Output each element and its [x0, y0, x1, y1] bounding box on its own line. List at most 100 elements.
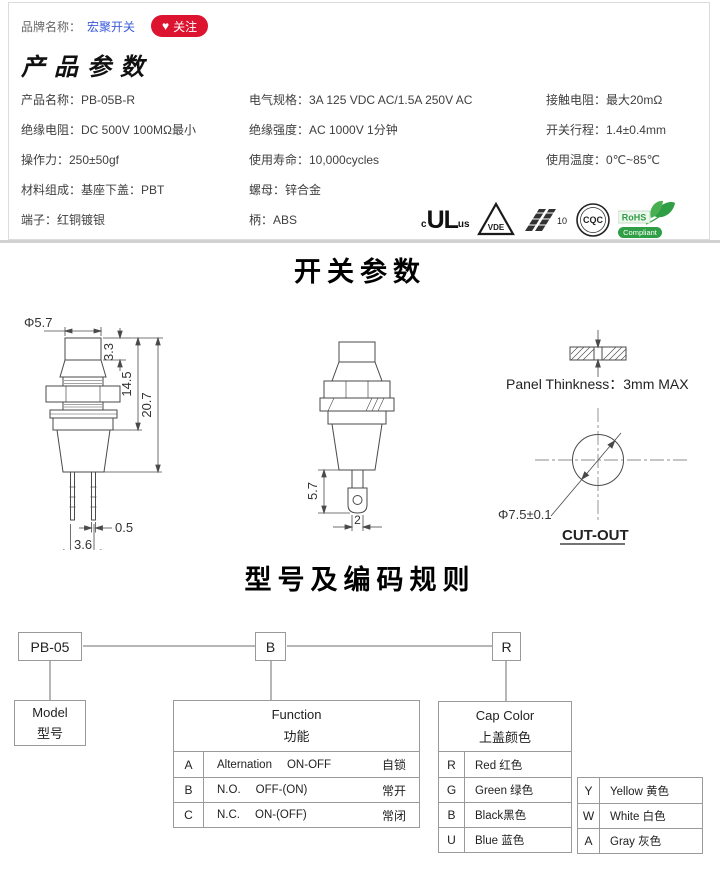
follow-label: 关注: [173, 19, 198, 34]
color-code: B: [439, 803, 465, 827]
heart-icon: ♥: [162, 19, 170, 33]
function-code: A: [174, 752, 204, 777]
product-params-title: 产品参数: [21, 52, 153, 81]
function-name: Alternation: [217, 758, 272, 771]
cap-color-table-right: Y Yellow 黄色 W White 白色 A Gray 灰色: [577, 777, 703, 854]
color-label: Green 绿色: [475, 785, 534, 797]
dim-mid-height: 14.5: [119, 371, 134, 396]
color-label: Blue 蓝色: [475, 835, 525, 847]
enec10-certification-icon: 10: [522, 203, 568, 237]
certification-icons: c UL us VDE 10: [421, 197, 677, 243]
param-terminal: 端子：红铜镀银: [21, 213, 106, 227]
coding-rules-title: 型号及编码规则: [244, 565, 476, 595]
front-view-dimension-lines: [44, 327, 163, 550]
technical-drawings: Φ5.7 3.3 14.5 20.7 0.5 3.6: [24, 315, 689, 550]
svg-text:VDE: VDE: [487, 223, 504, 232]
ul-mark: UL: [426, 206, 459, 234]
switch-params-title: 开关参数: [294, 257, 426, 287]
param-operating-force: 操作力：250±50gf: [21, 153, 119, 167]
side-view-dimension-lines: [318, 468, 382, 531]
model-coding-diagram: PB-05 B R Model 型号 Function 功能 A Alterna…: [0, 600, 720, 871]
function-code-box: B: [255, 632, 286, 661]
svg-text:Compliant: Compliant: [623, 228, 658, 237]
param-travel: 开关行程：1.4±0.4mm: [546, 123, 666, 137]
table-row: C N.C.ON-(OFF) 常闭: [174, 802, 419, 827]
table-row: G Green 绿色: [439, 777, 571, 802]
cap-color-table-header: Cap Color 上盖颜色: [438, 701, 572, 752]
table-row: W White 白色: [578, 803, 702, 828]
cap-header-zh: 上盖颜色: [478, 729, 531, 745]
table-row: B N.O.OFF-(ON) 常开: [174, 777, 419, 802]
table-row: U Blue 蓝色: [439, 827, 571, 852]
table-row: B Black黑色: [439, 802, 571, 827]
function-zh: 常闭: [381, 808, 406, 823]
cqc-certification-icon: CQC: [575, 202, 611, 238]
vde-certification-icon: VDE: [476, 202, 515, 238]
connector-line: [270, 661, 272, 700]
product-info-panel: 品牌名称： 宏聚开关 ♥ 关注 产品参数 产品名称：PB-05B-R 绝缘电阻：…: [8, 2, 710, 240]
color-code: A: [578, 829, 600, 853]
svg-text:10: 10: [557, 216, 567, 226]
param-life: 使用寿命：10,000cycles: [249, 153, 380, 167]
color-label: Yellow 黄色: [610, 785, 670, 798]
param-temperature: 使用温度：0℃~85℃: [546, 153, 660, 167]
model-label-en: Model: [32, 704, 68, 720]
param-contact-resist: 接触电阻：最大20mΩ: [546, 93, 663, 107]
brand-bar: 品牌名称： 宏聚开关 ♥ 关注: [21, 13, 209, 39]
param-handle: 柄：ABS: [249, 213, 298, 227]
param-product-name: 产品名称：PB-05B-R: [21, 93, 136, 107]
connector-line: [287, 645, 492, 647]
color-label: White 白色: [610, 811, 666, 823]
connector-line: [49, 661, 51, 700]
cap-color-table-left: R Red 红色 G Green 绿色 B Black黑色 U Blue 蓝色: [438, 752, 572, 853]
dim-cutout-diameter: Φ7.5±0.1: [498, 507, 552, 522]
model-legend-box: Model 型号: [14, 700, 86, 746]
function-header-zh: 功能: [283, 729, 310, 744]
function-zh: 自锁: [381, 758, 406, 772]
function-code: C: [174, 803, 204, 827]
cutout-label: CUT-OUT: [562, 527, 629, 544]
dim-cap-height: 3.3: [101, 343, 116, 361]
model-label-zh: 型号: [36, 725, 63, 741]
brand-link[interactable]: 宏聚开关: [87, 19, 136, 34]
color-code: U: [439, 828, 465, 852]
cap-header-en: Cap Color: [475, 707, 535, 723]
dim-pin-width: 0.5: [115, 520, 133, 535]
color-code: W: [578, 804, 600, 828]
ul-us-label: us: [457, 219, 470, 230]
dim-pin-pitch: 3.6: [74, 537, 92, 550]
function-table-header: Function 功能: [174, 701, 419, 752]
follow-button[interactable]: ♥ 关注: [151, 15, 209, 37]
brand-label: 品牌名称：: [21, 19, 82, 34]
param-electrical-rating: 电气规格：3A 125 VDC AC/1.5A 250V AC: [249, 93, 473, 107]
table-row: A Gray 灰色: [578, 828, 702, 853]
color-label: Black黑色: [475, 810, 527, 822]
switch-front-view-drawing: [45, 337, 121, 521]
color-code: Y: [578, 778, 600, 803]
function-state: ON-(OFF): [255, 809, 307, 821]
table-row: Y Yellow 黄色: [578, 778, 702, 803]
color-label: Red 红色: [475, 759, 523, 772]
dim-cap-diameter: Φ5.7: [24, 315, 52, 330]
function-zh: 常开: [381, 783, 406, 798]
panel-thickness-note: Panel Thinkness：3mm MAX: [506, 376, 689, 392]
ul-certification-icon: c UL us: [421, 206, 470, 234]
param-dielectric: 绝缘强度：AC 1000V 1分钟: [249, 123, 398, 137]
panel-cutout-drawing: [535, 330, 687, 545]
ul-c-label: c: [421, 219, 427, 230]
connector-line: [83, 645, 255, 647]
model-code-box: PB-05: [18, 632, 82, 661]
function-name: N.O.: [217, 784, 241, 796]
function-code: B: [174, 778, 204, 802]
color-code-box: R: [492, 632, 521, 661]
color-label: Gray 灰色: [610, 836, 662, 848]
connector-line: [505, 661, 507, 701]
function-header-en: Function: [271, 707, 322, 722]
dim-total-height: 20.7: [139, 392, 154, 417]
table-row: R Red 红色: [439, 752, 571, 777]
switch-side-view-drawing: [319, 341, 395, 514]
param-material: 材料组成：基座下盖：PBT: [21, 183, 165, 197]
dim-lug-length: 5.7: [305, 482, 320, 500]
